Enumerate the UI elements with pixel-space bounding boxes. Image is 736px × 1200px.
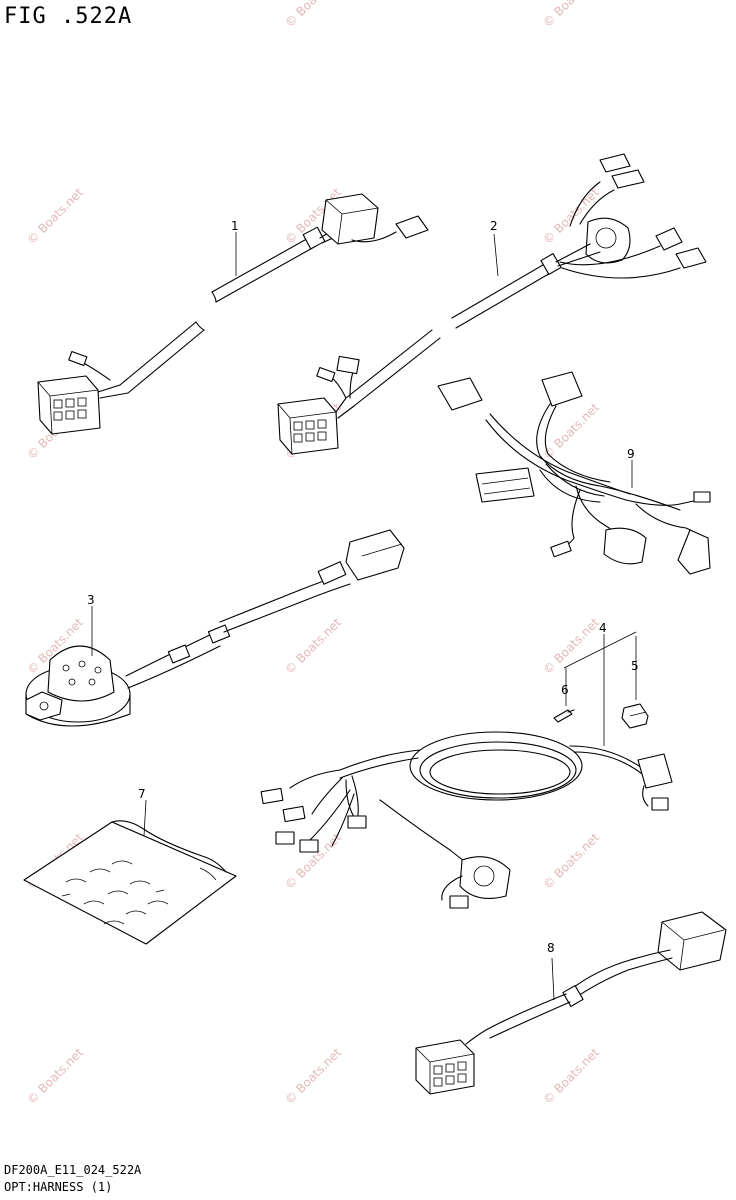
callout-5: 5 bbox=[631, 636, 639, 700]
callout-7: 7 bbox=[138, 787, 147, 837]
watermark: © Boats.net bbox=[24, 1045, 86, 1107]
callout-label: 9 bbox=[627, 447, 635, 461]
figure-code: DF200A_E11_024_522A bbox=[4, 1163, 142, 1177]
watermark: © Boats.net bbox=[282, 615, 344, 677]
callout-label: 1 bbox=[231, 219, 239, 233]
callout-6: 6 bbox=[561, 668, 569, 706]
callout-3: 3 bbox=[87, 593, 95, 656]
watermark: © Boats.net bbox=[24, 185, 86, 247]
callout-label: 3 bbox=[87, 593, 95, 607]
callout-9: 9 bbox=[627, 447, 635, 488]
callout-label: 5 bbox=[631, 659, 639, 673]
wire-harness-with-connectors-icon[interactable] bbox=[277, 153, 707, 455]
buzzer-icon[interactable] bbox=[25, 529, 405, 727]
watermark: © Boats.net bbox=[282, 1045, 344, 1107]
callout-label: 8 bbox=[547, 941, 555, 955]
watermark: © Boats.net bbox=[282, 0, 344, 30]
callout-label: 6 bbox=[561, 683, 569, 697]
short-harness-icon[interactable] bbox=[415, 911, 727, 1095]
watermark: © Boats.net bbox=[540, 0, 602, 30]
watermark: © Boats.net bbox=[540, 1045, 602, 1107]
watermark: © Boats.net bbox=[540, 830, 602, 892]
callout-label: 7 bbox=[138, 787, 146, 801]
watermark: © Boats.net bbox=[540, 615, 602, 677]
callout-label: 2 bbox=[490, 219, 498, 233]
figure-title: FIG .522A bbox=[4, 4, 133, 29]
branched-harness-icon[interactable] bbox=[437, 371, 711, 575]
parts-bag-icon[interactable] bbox=[23, 820, 237, 945]
terminal-pin-icon[interactable] bbox=[553, 709, 575, 723]
callout-8: 8 bbox=[547, 941, 555, 1001]
connector-cap-icon[interactable] bbox=[621, 703, 649, 729]
figure-name: OPT:HARNESS (1) bbox=[4, 1180, 113, 1194]
coiled-harness-icon[interactable] bbox=[260, 731, 673, 909]
callout-2: 2 bbox=[490, 219, 499, 277]
wire-harness-icon[interactable] bbox=[37, 193, 429, 435]
watermarks: © Boats.net © Boats.net © Boats.net © Bo… bbox=[24, 0, 602, 1107]
callout-4: 4 bbox=[563, 621, 637, 746]
callout-1: 1 bbox=[231, 219, 239, 276]
callout-label: 4 bbox=[599, 621, 607, 635]
watermark: © Boats.net bbox=[540, 400, 602, 462]
